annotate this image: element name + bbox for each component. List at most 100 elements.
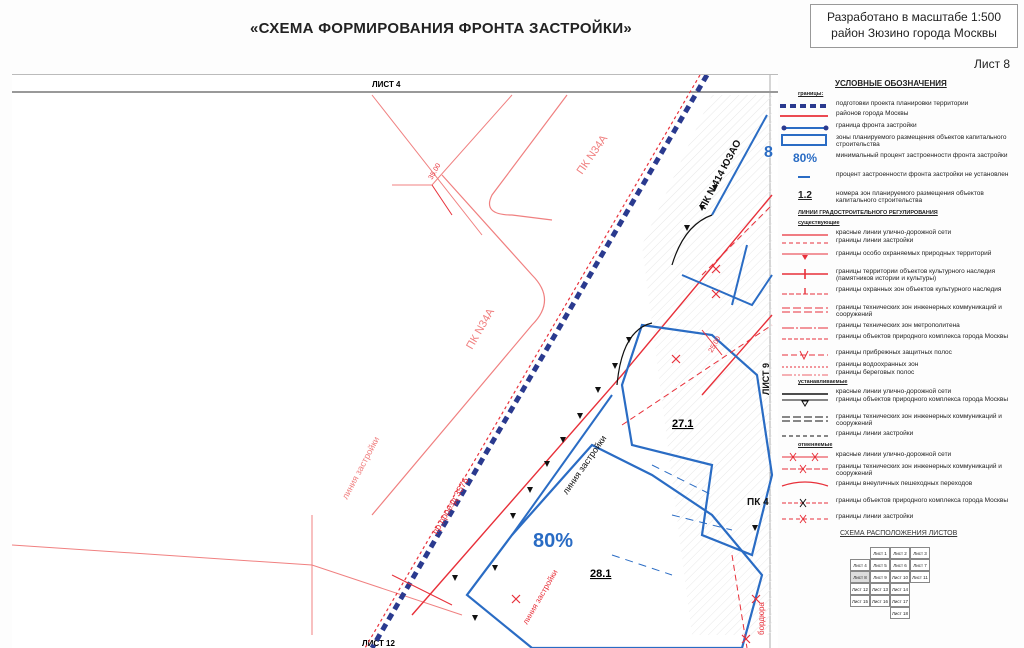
legend-label: границы особо охраняемых природных терри… xyxy=(836,250,992,257)
legend-section: существующие xyxy=(798,220,840,226)
zone-boundary xyxy=(681,274,773,307)
symbol xyxy=(782,464,828,474)
district-border-red xyxy=(364,75,701,648)
legend-label: границы охранных зон объектов культурног… xyxy=(836,286,1002,293)
sheet-cell[interactable]: Лист 17 xyxy=(890,595,910,607)
dash-symbol xyxy=(798,176,810,178)
building-line-label: линия застройки xyxy=(521,568,560,626)
building-front xyxy=(711,114,768,216)
red-line-dashed xyxy=(731,554,748,648)
symbol xyxy=(782,374,828,376)
symbol xyxy=(782,327,828,329)
legend-title: УСЛОВНЫЕ ОБОЗНАЧЕНИЯ xyxy=(835,79,947,88)
sheet-number: Лист 8 xyxy=(974,57,1011,71)
sheet-ref-right: ЛИСТ 9 xyxy=(761,363,771,395)
district-border xyxy=(369,75,710,648)
symbol xyxy=(782,416,828,422)
sheet-cell[interactable]: Лист 11 xyxy=(910,571,930,583)
sheet-cell[interactable]: Лист 7 xyxy=(910,559,930,571)
legend-label: границы линии застройки xyxy=(836,513,914,520)
sheet-cell[interactable]: Лист 13 xyxy=(870,583,890,595)
symbol xyxy=(782,452,828,462)
legend-label: границы линии застройки xyxy=(836,237,914,244)
symbol xyxy=(782,234,828,236)
legend-label: границы линии застройки xyxy=(836,430,914,437)
zone-number-27[interactable]: 27.1 xyxy=(672,418,693,430)
zone-27-1[interactable] xyxy=(620,323,774,557)
sheet-cell[interactable]: Лист 3 xyxy=(910,547,930,559)
symbol xyxy=(782,514,828,524)
sheet-cell[interactable]: Лист 1 xyxy=(870,547,890,559)
dimension-label: 35.00 xyxy=(428,162,443,181)
legend-label: красные линии улично-дорожной сети xyxy=(836,388,952,395)
red-line-existing xyxy=(488,94,568,221)
map-area[interactable]: ЛИСТ 4 ЛИСТ 12 xyxy=(12,74,778,648)
legend-label: границы технических зон метрополитена xyxy=(836,322,960,329)
sheet-cell[interactable]: Лист 5 xyxy=(870,559,890,571)
sheet-ref-top: ЛИСТ 4 xyxy=(372,80,401,89)
legend-label: границы технических зон инженерных комму… xyxy=(836,413,1002,428)
legend-label: номера зон планируемого размещения объек… xyxy=(836,190,984,205)
legend-label: красные линии улично-дорожной сети xyxy=(836,229,952,236)
legend-label: границы внеуличных пешеходных переходов xyxy=(836,480,973,487)
sheet-cell[interactable]: Лист 12 xyxy=(850,583,870,595)
map-canvas[interactable]: ЛИСТ 4 ЛИСТ 12 xyxy=(12,75,778,648)
street-label: пр.проезд 3576 xyxy=(430,476,471,536)
legend-section: устанавливаемые xyxy=(798,379,848,385)
legend-label: границы объектов природного комплекса го… xyxy=(836,333,1008,340)
legend-label: границы территории объектов культурного … xyxy=(836,268,996,283)
front-line-symbol xyxy=(781,125,829,131)
district-line: район Зюзино города Москвы xyxy=(831,26,997,40)
pk-label: ПК N34A xyxy=(575,133,611,177)
symbol xyxy=(782,242,828,244)
legend-label: границы прибрежных защитных полос xyxy=(836,349,952,356)
sheet-cell[interactable]: Лист 9 xyxy=(870,571,890,583)
symbol xyxy=(782,350,828,361)
scale-line: Разработано в масштабе 1:500 xyxy=(826,10,1002,24)
build-percent: 80% xyxy=(533,530,573,552)
legend-label: границы береговых полос xyxy=(836,369,915,376)
symbol xyxy=(782,393,828,395)
sheet-cell[interactable]: Лист 2 xyxy=(890,547,910,559)
red-line-existing xyxy=(392,94,513,186)
legend-label: минимальный процент застроенности фронта… xyxy=(836,152,1008,159)
red-line-dashed xyxy=(701,204,773,276)
sheet-cell[interactable]: Лист 10 xyxy=(890,571,910,583)
symbol xyxy=(782,338,828,340)
front-line xyxy=(616,322,653,386)
front-markers xyxy=(452,185,758,621)
legend-label: зоны планируемого размещения объектов ка… xyxy=(836,134,1007,149)
sheet-cell[interactable]: Лист 6 xyxy=(890,559,910,571)
symbol xyxy=(782,498,828,508)
dashed-navy-symbol xyxy=(780,104,828,108)
zone-box-symbol xyxy=(781,134,827,146)
building-line-label: линия застройки xyxy=(340,435,381,501)
hatched-area xyxy=(642,95,772,635)
zone-28-1[interactable] xyxy=(465,443,764,648)
symbol xyxy=(782,253,828,260)
legend-label: районов города Москвы xyxy=(836,110,909,117)
scale-box: Разработано в масштабе 1:500 район Зюзин… xyxy=(810,4,1018,48)
red-line-dashed xyxy=(621,324,773,426)
zone-boundary xyxy=(731,244,748,306)
legend-label: границы водоохранных зон xyxy=(836,361,919,368)
symbol xyxy=(781,481,829,487)
dimension-lines xyxy=(391,184,723,606)
sheet-cell[interactable]: Лист 4 xyxy=(850,559,870,571)
sheet-cell-current[interactable]: Лист 8 xyxy=(850,571,870,583)
legend-label: процент застроенности фронта застройки н… xyxy=(836,171,1009,178)
sheet-ref-bottom: ЛИСТ 12 xyxy=(362,639,396,648)
percent-symbol: 80% xyxy=(792,151,818,165)
sheet-cell[interactable]: Лист 14 xyxy=(890,583,910,595)
sheet-cell[interactable]: Лист 18 xyxy=(890,607,910,619)
front-line xyxy=(671,214,713,266)
legend-label: границы объектов природного комплекса го… xyxy=(836,497,1008,504)
red-line-existing xyxy=(371,94,483,236)
pk-label: ПК 4 xyxy=(747,497,769,508)
zone-number-symbol: 1.2 xyxy=(798,190,812,201)
sheet-cell[interactable]: Лист 15 xyxy=(850,595,870,607)
zone-number-28[interactable]: 28.1 xyxy=(590,568,611,580)
legend-label: подготовки проекта планировки территории xyxy=(836,100,969,107)
red-line xyxy=(701,314,773,396)
sheet-cell[interactable]: Лист 16 xyxy=(870,595,890,607)
